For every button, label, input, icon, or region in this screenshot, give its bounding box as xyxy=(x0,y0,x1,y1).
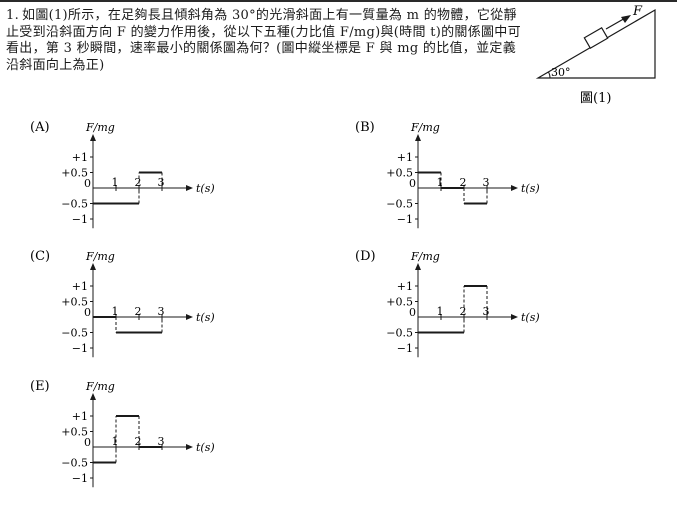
graph-d: (D) F/mg t(s) +1 +0.5 −0.5 −1 0 1 2 3 xyxy=(355,249,540,358)
axes: F/mg t(s) +1 +0.5 −0.5 −1 0 1 2 3 xyxy=(61,121,215,229)
option-e: (E) F/mg t(s) +1 +0.5 −0.5 −1 0 1 2 3 xyxy=(28,377,228,488)
x-tick-label: 3 xyxy=(158,176,165,189)
question-text: 1.如圖(1)所示，在足夠長且傾斜角為 30°的光滑斜面上有一質量為 m 的物體… xyxy=(6,8,526,74)
origin-label: 0 xyxy=(409,306,416,319)
option-label: (B) xyxy=(355,120,375,135)
y-tick-label: +1 xyxy=(72,151,88,164)
series xyxy=(418,285,488,334)
x-tick-label: 3 xyxy=(158,305,165,318)
angle-arc xyxy=(548,71,551,79)
top-rule xyxy=(0,0,677,2)
x-axis-arrowhead xyxy=(511,185,518,191)
x-tick-label: 2 xyxy=(460,176,467,189)
x-tick-label: 2 xyxy=(460,305,467,318)
figure-caption: 圖(1) xyxy=(580,91,611,106)
x-tick-label: 2 xyxy=(135,435,142,448)
y-axis-arrowhead xyxy=(90,393,96,400)
graph-b: (B) F/mg t(s) +1 +0.5 −0.5 −1 0 1 2 3 xyxy=(355,120,540,229)
y-tick-label: +1 xyxy=(72,280,88,293)
x-axis-arrowhead xyxy=(511,314,518,320)
figure-1-incline: F 30° 圖(1) xyxy=(530,4,677,114)
series xyxy=(93,171,163,205)
y-axis-arrowhead xyxy=(90,263,96,270)
x-tick-label: 3 xyxy=(483,176,490,189)
option-d: (D) F/mg t(s) +1 +0.5 −0.5 −1 0 1 2 3 xyxy=(353,247,553,358)
angle-label: 30° xyxy=(551,66,571,79)
x-tick-label: 1 xyxy=(437,176,444,189)
x-tick-label: 2 xyxy=(135,305,142,318)
axes: F/mg t(s) +1 +0.5 −0.5 −1 0 1 2 3 xyxy=(61,380,215,488)
y-tick-label: +0.5 xyxy=(61,426,88,439)
x-axis-label: t(s) xyxy=(196,182,215,195)
option-a: (A) F/mg t(s) +1 +0.5 −0.5 −1 0 1 2 3 xyxy=(28,118,228,229)
graph-c: (C) F/mg t(s) +1 +0.5 −0.5 −1 0 1 2 3 xyxy=(30,249,215,358)
y-tick-label: +1 xyxy=(397,151,413,164)
axes: F/mg t(s) +1 +0.5 −0.5 −1 0 1 2 3 xyxy=(61,250,215,358)
y-tick-label: −0.5 xyxy=(61,198,88,211)
series xyxy=(418,171,488,205)
option-b: (B) F/mg t(s) +1 +0.5 −0.5 −1 0 1 2 3 xyxy=(353,118,553,229)
x-axis-arrowhead xyxy=(186,444,193,450)
x-tick-label: 2 xyxy=(135,176,142,189)
y-tick-label: −1 xyxy=(397,342,413,355)
graph-a: (A) F/mg t(s) +1 +0.5 −0.5 −1 0 1 2 3 xyxy=(30,120,215,229)
y-axis-label: F/mg xyxy=(410,250,440,263)
origin-label: 0 xyxy=(84,306,91,319)
y-tick-label: +0.5 xyxy=(386,296,413,309)
y-tick-label: −1 xyxy=(72,342,88,355)
x-tick-label: 1 xyxy=(112,176,119,189)
y-axis-arrowhead xyxy=(415,134,421,141)
y-axis-label: F/mg xyxy=(85,250,115,263)
x-axis-arrowhead xyxy=(186,314,193,320)
y-axis-arrowhead xyxy=(90,134,96,141)
y-tick-label: −1 xyxy=(72,472,88,485)
y-tick-label: +1 xyxy=(397,280,413,293)
series xyxy=(93,415,162,464)
y-tick-label: +0.5 xyxy=(386,167,413,180)
x-tick-label: 1 xyxy=(112,435,119,448)
y-tick-label: −0.5 xyxy=(386,198,413,211)
origin-label: 0 xyxy=(409,177,416,190)
y-tick-label: +0.5 xyxy=(61,167,88,180)
x-axis-arrowhead xyxy=(186,185,193,191)
question-body: 如圖(1)所示，在足夠長且傾斜角為 30°的光滑斜面上有一質量為 m 的物體，它… xyxy=(6,8,521,73)
option-label: (E) xyxy=(30,379,50,394)
x-tick-label: 3 xyxy=(483,305,490,318)
y-axis-arrowhead xyxy=(415,263,421,270)
incline-diagram: F 30° 圖(1) xyxy=(535,4,656,106)
question-number: 1. xyxy=(6,8,20,23)
y-tick-label: +1 xyxy=(72,410,88,423)
x-axis-label: t(s) xyxy=(521,311,540,324)
graph-e: (E) F/mg t(s) +1 +0.5 −0.5 −1 0 1 2 3 xyxy=(30,379,215,488)
x-axis-label: t(s) xyxy=(196,311,215,324)
force-arrowhead xyxy=(621,15,631,23)
x-tick-label: 1 xyxy=(437,305,444,318)
y-tick-label: +0.5 xyxy=(61,296,88,309)
x-axis-label: t(s) xyxy=(196,441,215,454)
y-tick-label: −1 xyxy=(397,213,413,226)
origin-label: 0 xyxy=(84,177,91,190)
force-label: F xyxy=(632,4,643,19)
option-label: (D) xyxy=(355,249,376,264)
series xyxy=(93,316,163,334)
y-tick-label: −0.5 xyxy=(386,327,413,340)
y-axis-label: F/mg xyxy=(410,121,440,134)
x-tick-label: 1 xyxy=(112,305,119,318)
x-tick-label: 3 xyxy=(158,435,165,448)
y-tick-label: −0.5 xyxy=(61,457,88,470)
option-label: (A) xyxy=(30,120,50,135)
x-axis-label: t(s) xyxy=(521,182,540,195)
axes: F/mg t(s) +1 +0.5 −0.5 −1 0 1 2 3 xyxy=(386,250,540,358)
option-c: (C) F/mg t(s) +1 +0.5 −0.5 −1 0 1 2 3 xyxy=(28,247,228,358)
block xyxy=(583,26,609,50)
origin-label: 0 xyxy=(84,436,91,449)
axes: F/mg t(s) +1 +0.5 −0.5 −1 0 1 2 3 xyxy=(386,121,540,229)
y-axis-label: F/mg xyxy=(85,121,115,134)
option-label: (C) xyxy=(30,249,50,264)
y-tick-label: −1 xyxy=(72,213,88,226)
y-axis-label: F/mg xyxy=(85,380,115,393)
y-tick-label: −0.5 xyxy=(61,327,88,340)
